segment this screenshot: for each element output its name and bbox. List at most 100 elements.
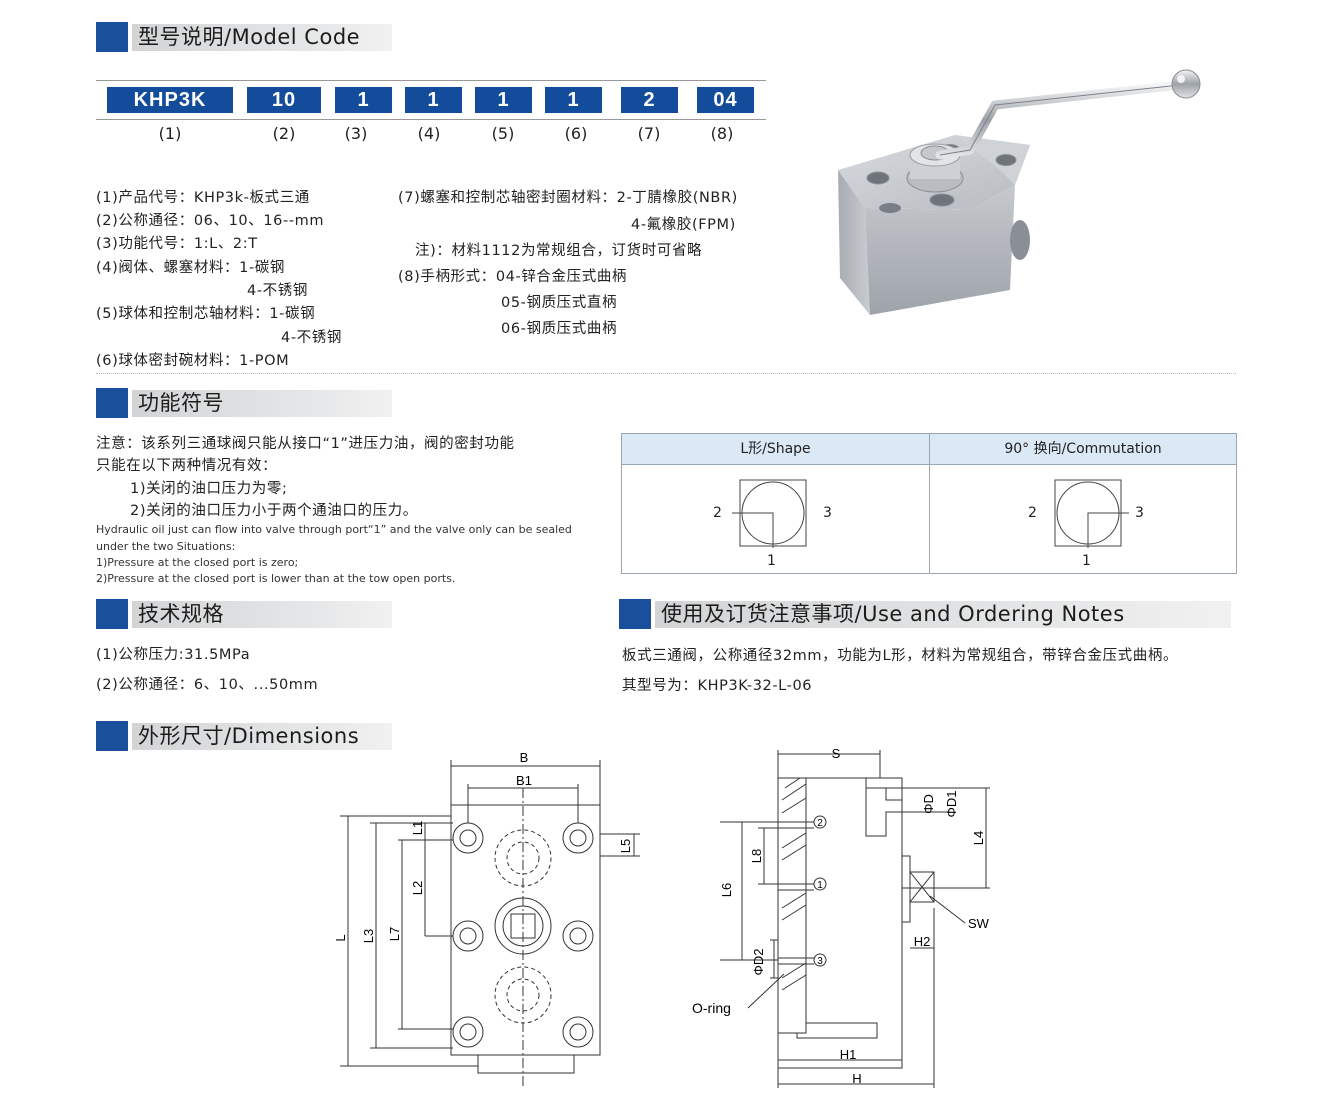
dim-B1: B1 <box>516 773 532 788</box>
dim-L5: L5 <box>618 839 633 853</box>
mount-hole-4 <box>929 193 955 207</box>
side-port-2: 2 <box>817 818 823 829</box>
function-note-item-2: 2)关闭的油口压力小于两个通油口的压力。 <box>130 503 418 519</box>
mount-hole-3 <box>995 154 1017 166</box>
side-port <box>1010 220 1030 260</box>
ball-valve-photo <box>838 69 1201 315</box>
dim-SW: SW <box>968 916 990 931</box>
function-note-line-1: 注意：该系列三通球阀只能从接口“1”进压力油，阀的密封功能 <box>96 436 515 452</box>
dim-D2: ΦD2 <box>751 949 766 976</box>
desc-left-6: (5)球体和控制芯轴材料：1-碳钢 <box>96 306 316 322</box>
c-port-3: 3 <box>1135 505 1144 521</box>
desc-right-6: 06-钢质压式曲柄 <box>501 321 618 337</box>
header-accent <box>96 388 128 418</box>
code-index-1: (1) <box>158 124 182 143</box>
code-index-2: (2) <box>272 124 296 143</box>
side-port-1: 1 <box>817 880 823 891</box>
l-shape-symbol <box>732 479 807 548</box>
dim-H: H <box>852 1071 861 1086</box>
section-header-function-symbol: 功能符号 <box>96 388 392 418</box>
mount-hole-1 <box>866 171 890 185</box>
section-title: 型号说明/Model Code <box>138 25 361 49</box>
header-bar <box>132 390 392 417</box>
dim-L2: L2 <box>410 881 425 895</box>
code-box-4: 1 <box>405 87 462 113</box>
handle-knob <box>1171 69 1201 99</box>
section-header-dimensions: 外形尺寸/Dimensions <box>96 721 392 751</box>
code-index-3: (3) <box>344 124 368 143</box>
desc-right-2: 4-氟橡胶(FPM) <box>631 217 736 233</box>
model-code-rule-bottom <box>96 119 766 120</box>
dim-L7: L7 <box>387 927 402 941</box>
code-box-6: 1 <box>545 87 602 113</box>
section-header-tech-spec: 技术规格 <box>96 599 392 629</box>
ordering-line-1: 板式三通阀，公称通径32mm，功能为L形，材料为常规组合，带锌合金压式曲柄。 <box>622 648 1179 664</box>
code-box-1: KHP3K <box>107 87 233 113</box>
desc-left-3: (3)功能代号：1:L、2:T <box>96 236 258 252</box>
dim-B: B <box>520 750 529 765</box>
dim-L6: L6 <box>719 883 734 897</box>
header-accent <box>96 599 128 629</box>
table-header-shape: L形/Shape <box>622 434 929 465</box>
front-view-drawing: B B1 L L3 L7 L2 L1 L5 <box>333 750 640 1088</box>
dim-D: ΦD <box>921 794 936 814</box>
l-port-1: 1 <box>767 553 776 569</box>
section-title: 外形尺寸/Dimensions <box>138 724 360 748</box>
desc-left-4: (4)阀体、螺塞材料：1-碳钢 <box>96 260 285 276</box>
section-header-model-code: 型号说明/Model Code <box>96 22 392 52</box>
code-box-5: 1 <box>475 87 532 113</box>
header-bar <box>132 723 392 750</box>
desc-right-3: 注)：材料1112为常规组合，订货时可省略 <box>415 243 703 259</box>
section-title: 功能符号 <box>138 391 224 415</box>
header-accent <box>96 22 128 52</box>
dim-L8: L8 <box>749 849 764 863</box>
desc-right-4: (8)手柄形式：04-锌合金压式曲柄 <box>398 269 628 285</box>
desc-right-1: (7)螺塞和控制芯轴密封圈材料：2-丁腈橡胶(NBR) <box>398 190 738 206</box>
dim-L: L <box>333 934 348 941</box>
function-note-en-3: 1)Pressure at the closed port is zero; <box>96 556 299 569</box>
code-box-8: 04 <box>697 87 754 113</box>
dim-L4: L4 <box>971 831 986 845</box>
section-title: 使用及订货注意事项/Use and Ordering Notes <box>661 602 1125 626</box>
side-port-3: 3 <box>817 956 823 967</box>
function-note-en-2: under the two Situations: <box>96 540 236 553</box>
spec-pressure: (1)公称压力:31.5MPa <box>96 647 251 663</box>
desc-left-5: 4-不锈钢 <box>247 283 308 299</box>
header-bar <box>132 24 392 51</box>
header-bar <box>655 601 1231 628</box>
dim-L3: L3 <box>361 929 376 943</box>
code-index-6: (6) <box>564 124 588 143</box>
desc-left-8: (6)球体密封碗材料：1-POM <box>96 353 290 369</box>
valve-handle <box>935 80 1185 160</box>
function-note-item-1: 1)关闭的油口压力为零; <box>130 481 288 497</box>
desc-left-7: 4-不锈钢 <box>281 330 342 346</box>
side-view-drawing: S ΦD ΦD1 L4 L6 L8 ΦD2 O-ring H1 H H2 SW … <box>692 748 990 1088</box>
dim-L1: L1 <box>410 821 425 835</box>
dim-S: S <box>832 748 841 761</box>
valve-front-face <box>838 170 870 315</box>
code-box-2: 10 <box>247 87 321 113</box>
code-box-3: 1 <box>335 87 392 113</box>
table-header-commutation: 90° 换向/Commutation <box>930 434 1236 465</box>
c-port-2: 2 <box>1028 505 1037 521</box>
l-port-3: 3 <box>823 505 832 521</box>
desc-left-1: (1)产品代号：KHP3k-板式三通 <box>96 190 310 206</box>
mount-hole-5 <box>879 203 901 213</box>
header-accent <box>619 599 651 629</box>
code-index-7: (7) <box>637 124 661 143</box>
header-accent <box>96 721 128 751</box>
model-code-rule-top <box>96 80 766 81</box>
code-index-8: (8) <box>710 124 734 143</box>
function-note-en-1: Hydraulic oil just can flow into valve t… <box>96 523 572 536</box>
spec-bore: (2)公称通径：6、10、...50mm <box>96 677 319 693</box>
commutation-symbol <box>1054 479 1129 548</box>
valve-side-face <box>865 185 1015 315</box>
label-oring: O-ring <box>692 1000 731 1016</box>
code-box-7: 2 <box>621 87 678 113</box>
c-port-1: 1 <box>1082 553 1091 569</box>
section-divider <box>96 373 1236 374</box>
desc-right-5: 05-钢质压式直柄 <box>501 295 618 311</box>
header-bar <box>132 601 392 628</box>
dim-H2: H2 <box>914 934 931 949</box>
ordering-line-2: 其型号为：KHP3K-32-L-06 <box>622 678 813 694</box>
